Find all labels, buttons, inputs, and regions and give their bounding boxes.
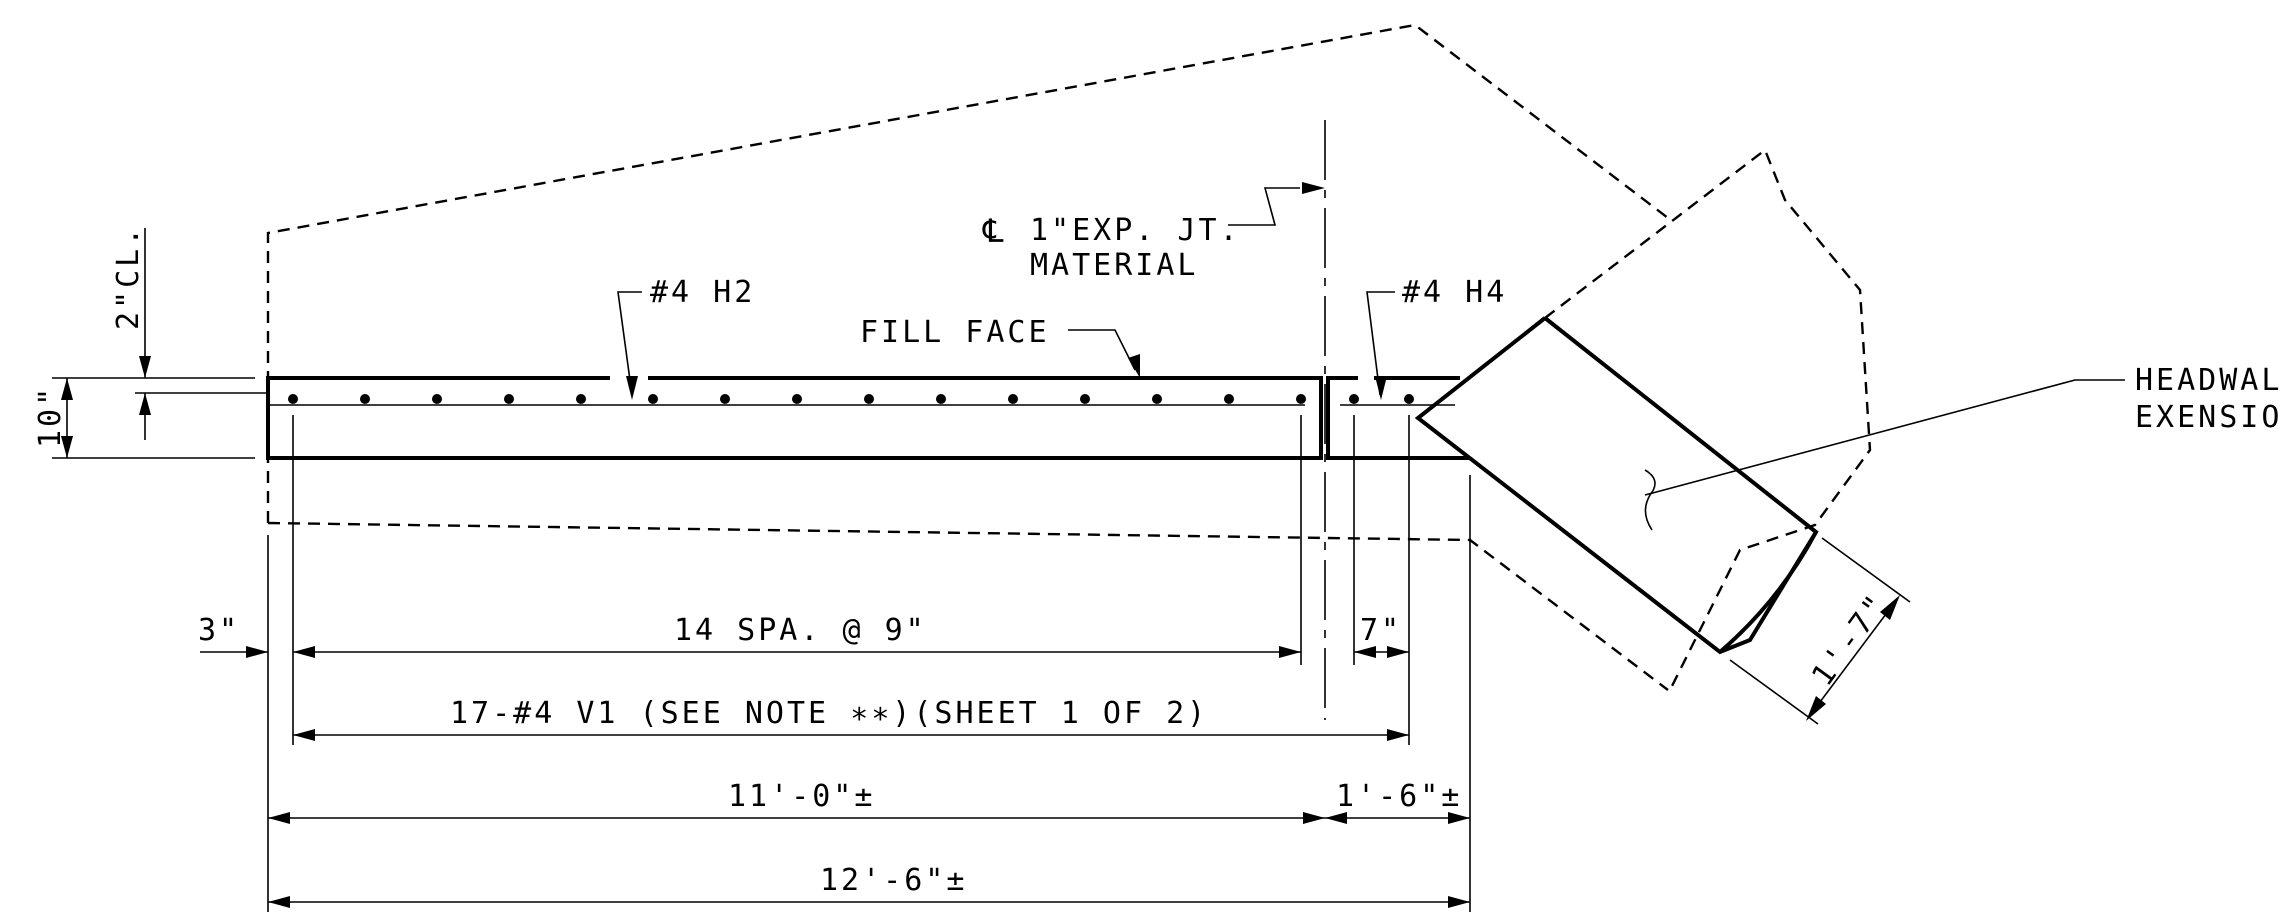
- rebar-dot: [1008, 394, 1018, 404]
- arrow: [139, 393, 151, 415]
- rebar-dot: [720, 394, 730, 404]
- arrow: [1448, 812, 1470, 824]
- exp-jt-leader: [1228, 187, 1300, 226]
- headwall-extension: [1414, 316, 1819, 655]
- rebar-dot: [1404, 394, 1414, 404]
- arrow: [1387, 646, 1409, 658]
- wall-extension: [1326, 376, 1470, 460]
- rebar-dot: [1349, 394, 1359, 404]
- ext-headwall-1: [1821, 537, 1911, 603]
- label-dim-main: 11'-0"±: [728, 779, 875, 814]
- arrow: [268, 812, 290, 824]
- label-headwall-2: EXENSIO: [2135, 400, 2282, 435]
- label-dim-headwall: 1'-7": [1805, 587, 1895, 693]
- arrow: [1303, 812, 1325, 824]
- rebar-dot: [288, 394, 298, 404]
- slab-bottom-dashed: [267, 521, 1669, 691]
- rebar-dot: [1080, 394, 1090, 404]
- arrow: [1128, 354, 1140, 378]
- headwall-leader-squiggle: [1644, 469, 1656, 531]
- rebar-dot: [648, 394, 658, 404]
- rebar-dot: [792, 394, 802, 404]
- rebar-dot: [1296, 394, 1306, 404]
- arrow: [1375, 376, 1387, 400]
- arrow: [1387, 729, 1409, 741]
- arrow: [139, 356, 151, 378]
- headwall-outline-dashed: [1544, 148, 1872, 691]
- rebar-dot: [360, 394, 370, 404]
- dim-headwall-line: [1807, 597, 1899, 719]
- rebar-dot: [864, 394, 874, 404]
- rebar-dot: [1224, 394, 1234, 404]
- arrow: [293, 729, 315, 741]
- arrow: [61, 436, 73, 458]
- rebar-dot: [504, 394, 514, 404]
- headwall-extension-curve: [1718, 531, 1818, 654]
- rebar-dot: [936, 394, 946, 404]
- arrow: [1806, 696, 1826, 721]
- arrow: [1880, 595, 1900, 620]
- main-wall: [266, 376, 1323, 460]
- arrow: [61, 378, 73, 400]
- h4-leader: [1366, 291, 1395, 396]
- arrow: [1448, 896, 1470, 908]
- rebar-dot: [432, 394, 442, 404]
- arrow: [626, 376, 638, 400]
- arrow: [268, 896, 290, 908]
- label-bar-offset: 7": [1360, 613, 1402, 648]
- label-exp-jt-2: MATERIAL: [1030, 248, 1199, 283]
- arrow: [1279, 646, 1301, 658]
- label-wall-thickness: 10": [33, 385, 68, 448]
- fill-face-leader: [1068, 329, 1136, 371]
- arrow: [246, 646, 268, 658]
- label-spacing: 14 SPA. @ 9": [674, 613, 927, 648]
- label-cl-symbol: ℄: [982, 212, 1007, 250]
- label-dim-total: 12'-6"±: [820, 863, 967, 898]
- headwall-leader: [1644, 379, 2125, 496]
- label-vertical-bars: 17-#4 V1 (SEE NOTE ∗∗)(SHEET 1 OF 2): [450, 696, 1208, 731]
- rebar-dot: [1152, 394, 1162, 404]
- ext-headwall-2: [1729, 659, 1819, 725]
- label-bar-h2: #4 H2: [650, 275, 755, 310]
- label-dim-ext: 1'-6"±: [1336, 779, 1462, 814]
- h4-gap: [1358, 372, 1374, 384]
- label-end-cover: 3": [198, 613, 240, 648]
- rebar-dot: [576, 394, 586, 404]
- label-bar-h4: #4 H4: [1402, 275, 1507, 310]
- arrow: [1354, 646, 1376, 658]
- label-clear-cover: 2"CL.: [111, 225, 146, 330]
- label-exp-jt-1: 1"EXP. JT.: [1030, 213, 1241, 248]
- arrow: [1302, 182, 1325, 194]
- h2-leader: [617, 291, 642, 396]
- rebar-dots: [288, 394, 1414, 404]
- arrow: [1325, 812, 1347, 824]
- label-headwall-1: HEADWAL: [2135, 363, 2282, 398]
- label-fill-face: FILL FACE: [860, 315, 1050, 350]
